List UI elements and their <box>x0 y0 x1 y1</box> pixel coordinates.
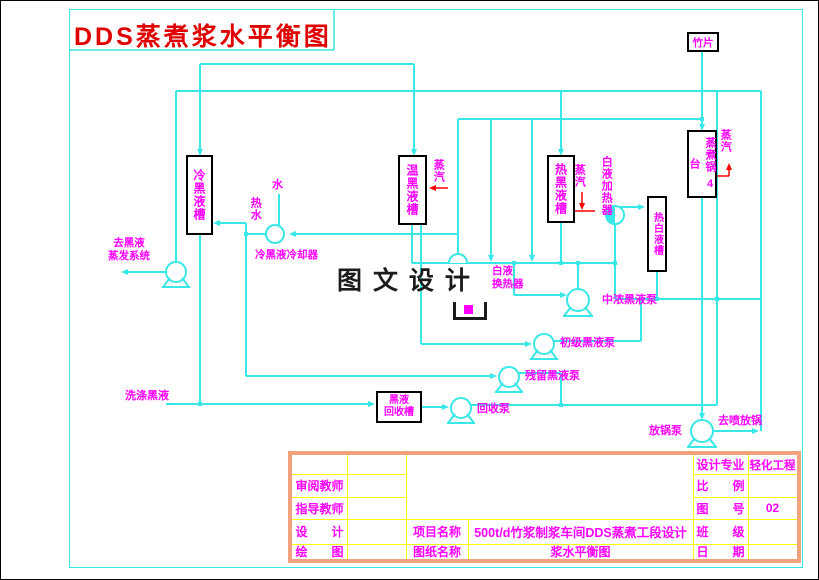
primary-black-liquor-pump-label: 初级黑液泵 <box>560 337 615 349</box>
steam-label-hot-tank: 蒸汽 <box>573 164 586 188</box>
drawing-name-value: 浆水平衡图 <box>550 545 611 559</box>
blow-pump-label: 放锅泵 <box>649 425 682 437</box>
review-teacher-label: 审阅教师 <box>295 479 344 493</box>
flow-arrowheads <box>121 124 759 434</box>
drawing-title: DDS蒸煮浆水平衡图 <box>74 23 332 51</box>
project-name-value: 500t/d竹浆制浆车间DDS蒸煮工段设计 <box>474 526 687 540</box>
drawing-frame <box>69 9 803 568</box>
white-liquor-exchanger-label: 白液换热器 <box>492 265 524 290</box>
date-value <box>748 544 797 559</box>
hot-water-label: 热水 <box>249 197 262 221</box>
draw-label: 绘 图 <box>295 545 344 559</box>
residual-black-liquor-pump-label: 残留黑液泵 <box>525 370 580 382</box>
warm-liquor-tank-label: 温黑液槽 <box>405 164 419 216</box>
cooker-label: 蒸煮锅4台 <box>688 137 716 191</box>
recovery-pump-label: 回收泵 <box>477 403 510 415</box>
class-label: 班 级 <box>696 525 745 539</box>
figure-number-value: 02 <box>765 501 780 515</box>
project-name-label: 项目名称 <box>412 525 461 539</box>
pump-symbols <box>162 205 717 448</box>
water-label: 水 <box>272 179 283 191</box>
major-label: 设计专业 <box>696 458 745 472</box>
watermark-text: 图 文 设 计 <box>337 267 472 295</box>
recovery-tank-label: 黑液回收槽 <box>384 394 414 419</box>
major-value: 轻化工程 <box>749 459 796 472</box>
drawing-name-label: 图纸名称 <box>412 545 461 559</box>
hot-white-liquor-tank-label: 热白液槽 <box>651 212 663 256</box>
design-label: 设 计 <box>295 525 344 539</box>
equipment-boxes <box>186 32 719 423</box>
mc-black-liquor-pump-label: 中浓黑液泵 <box>602 294 657 306</box>
figure-number-label: 图 号 <box>696 501 745 516</box>
steam-arrowheads <box>429 163 732 210</box>
cold-liquor-tank-label: 冷黑液槽 <box>192 169 206 221</box>
junction-dots <box>198 117 719 407</box>
to-evaporation-label: 去黑液蒸发系统 <box>108 237 150 262</box>
cyan-pipes <box>125 50 762 432</box>
scale-value <box>748 474 797 497</box>
title-cell-lines <box>69 9 335 51</box>
date-label: 日 期 <box>696 545 745 559</box>
white-liquor-heater-label: 白液加热器 <box>600 156 613 216</box>
advisor-teacher-label: 指导教师 <box>295 501 344 516</box>
watermark-mark <box>453 302 487 320</box>
steam-label-cooker: 蒸汽 <box>719 129 732 153</box>
title-block: 审阅教师 指导教师 设 计 绘 图 项目名称 500t/d竹浆制浆车间DDS蒸煮… <box>288 451 801 563</box>
to-blow-tank-label: 去喷放锅 <box>718 415 762 427</box>
hot-liquor-tank-label: 热黑液槽 <box>553 163 568 215</box>
scale-label: 比 例 <box>696 479 745 493</box>
class-value <box>748 519 797 544</box>
liquor-cooler-label: 冷黑液冷却器 <box>255 249 318 261</box>
wash-black-liquor-label: 洗涤黑液 <box>125 390 169 402</box>
chips-box-label: 竹片 <box>692 36 714 49</box>
steam-label-warm-tank: 蒸汽 <box>432 159 445 183</box>
